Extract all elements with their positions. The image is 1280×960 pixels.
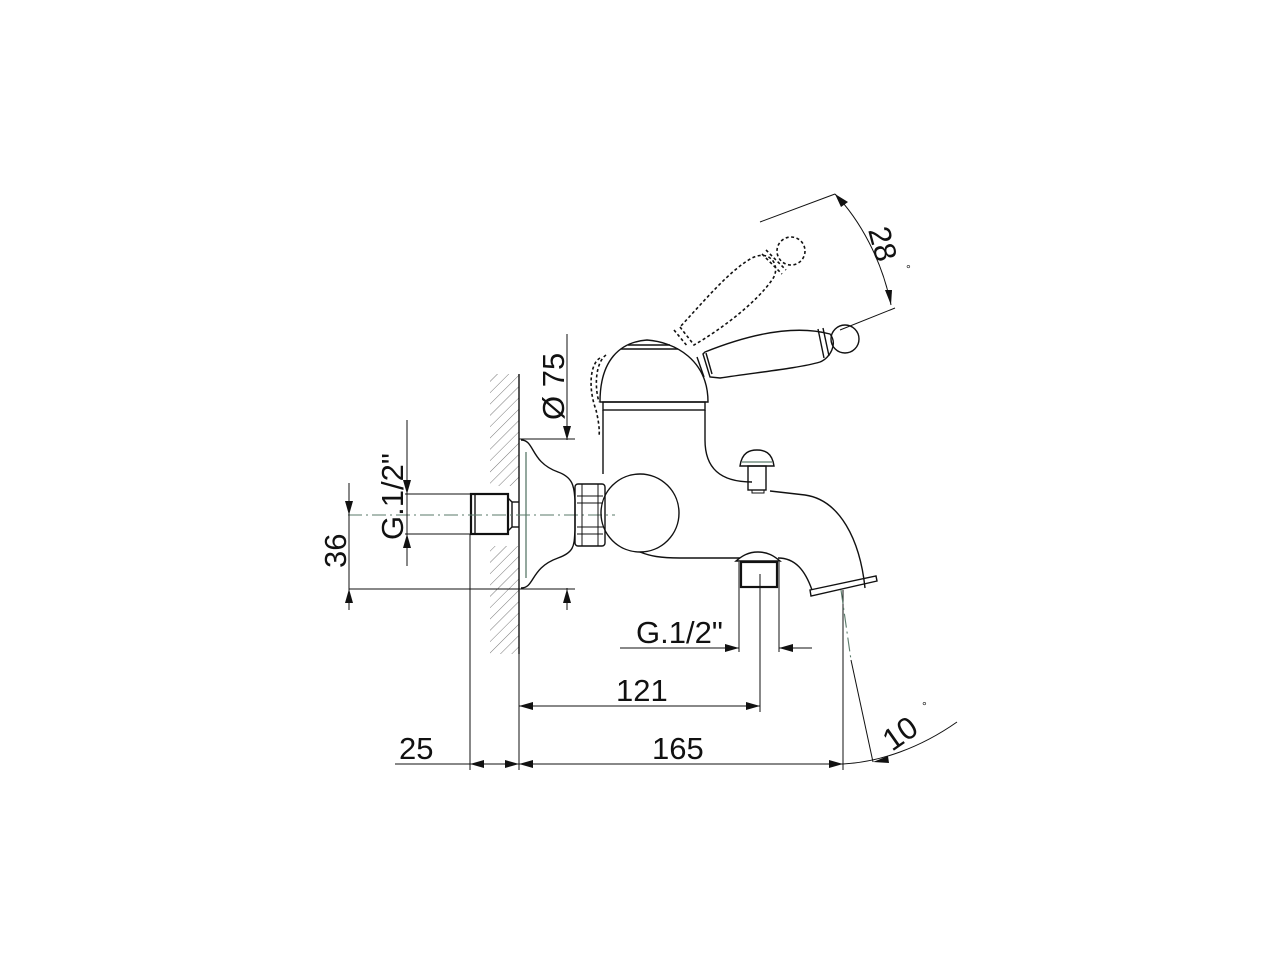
handle-angle-value: 28 (861, 223, 904, 265)
outlet-thread-value: G.1/2" (636, 615, 723, 650)
dimension-outlet-distance: 121 (518, 654, 760, 770)
escutcheon-diameter-value: Ø 75 (536, 353, 571, 420)
dimension-inlet-height: 36 (318, 483, 519, 610)
dimension-spout-projection: 165 (519, 590, 844, 770)
dimension-escutcheon-diameter: Ø 75 (536, 334, 571, 610)
dimension-spout-angle: 10 ° (840, 589, 958, 765)
outlet-distance-value: 121 (616, 673, 668, 708)
cap-rotation-path (590, 357, 601, 437)
ball-joint (600, 473, 680, 553)
inlet-thread-value: G.1/2" (375, 453, 410, 540)
wall-section (490, 374, 520, 654)
mixer-body (599, 339, 878, 597)
dimension-wall-offset: 25 (395, 534, 519, 770)
hex-nut (574, 483, 606, 547)
lever-handle (696, 324, 860, 379)
dimension-inlet-thread: G.1/2" (375, 420, 411, 566)
dimension-handle-angle: 28 ° (759, 193, 911, 331)
inlet-height-value: 36 (318, 534, 353, 568)
outlet-fitting (734, 551, 782, 712)
spout-angle-value: 10 (876, 709, 924, 757)
wall-offset-value: 25 (399, 731, 433, 766)
diverter-knob (739, 449, 775, 494)
escutcheon (519, 438, 576, 590)
handle-angle-unit: ° (906, 262, 911, 276)
inlet-fitting (405, 492, 519, 536)
spout-angle-unit: ° (922, 699, 927, 713)
lever-handle-raised (673, 236, 806, 348)
spout-projection-value: 165 (652, 731, 704, 766)
dimension-outlet-thread: G.1/2" (620, 615, 812, 652)
